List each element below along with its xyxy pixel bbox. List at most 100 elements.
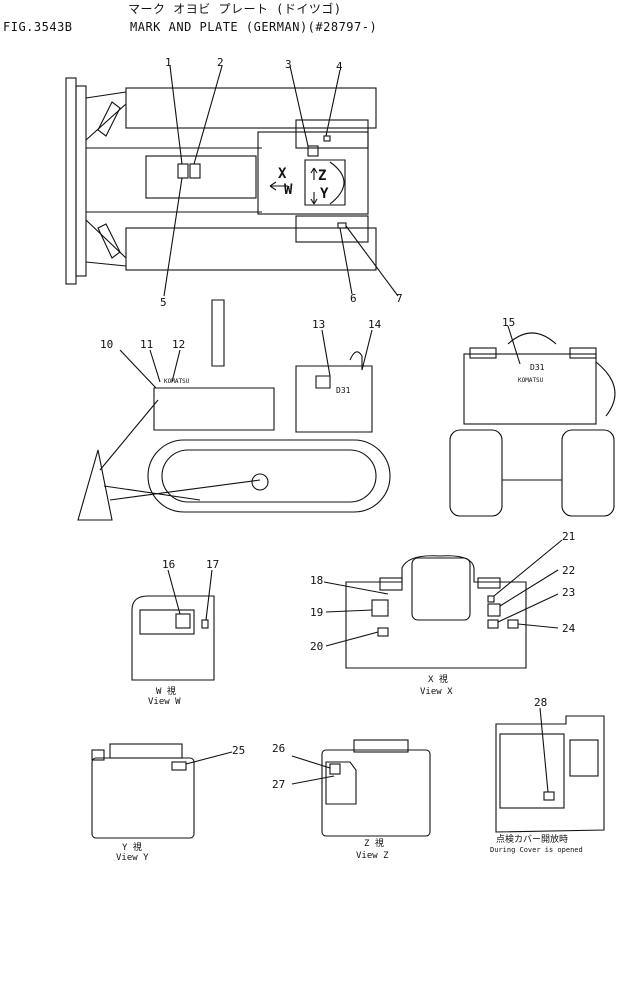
z-tank [321,749,431,837]
callout-17: 17 [206,558,219,571]
figure-number: FIG.3543B [3,20,73,34]
leader-15 [507,325,521,365]
callout-19: 19 [310,606,323,619]
leader-25 [185,751,233,765]
callout-16: 16 [162,558,175,571]
callout-5: 5 [160,296,167,309]
view-letter-x: X [278,166,287,182]
x-lever [379,577,403,591]
rear-track-right [561,429,615,517]
rear-lamp-right [569,347,597,359]
callout-3: 3 [285,58,292,71]
rear-view [449,325,616,517]
leader-2 [193,65,223,165]
callout-20: 20 [310,640,323,653]
z-cap [353,739,409,753]
seat-side [349,351,363,370]
label-6 [337,222,347,229]
view-y-jp: Y 視 [122,841,142,853]
leader-4 [325,69,341,137]
push-arms [85,91,127,267]
jp-title: マーク オヨビ プレート (ドイツゴ) [128,2,342,16]
cover-jp: 点検カバー開放時 [496,833,568,845]
label-26 [329,763,341,775]
callout-25: 25 [232,744,245,757]
leader-23 [497,593,559,623]
label-2 [189,163,201,179]
callout-13: 13 [312,318,325,331]
leader-20 [325,631,379,647]
z-panel [325,761,357,805]
view-x-jp: X 視 [428,673,448,685]
cylinder-lower [97,223,121,259]
diagram-title: MARK AND PLATE (GERMAN)(#28797-) [130,20,378,34]
hood-side [153,387,275,431]
view-letter-z: Z [318,168,326,184]
rear-body [463,353,597,425]
leader-3 [289,65,309,147]
view-y-caption: View Y [116,853,149,863]
rear-lamp-left [469,347,497,359]
leader-27 [291,775,335,785]
view-letter-y: Y [320,186,329,202]
label-13-box [315,375,331,389]
callout-28: 28 [534,696,547,709]
callout-14: 14 [368,318,382,331]
callout-24: 24 [562,622,576,635]
leader-22 [499,569,559,607]
leader-1 [169,65,183,165]
fender-left [295,119,369,149]
leader-7 [345,225,399,297]
label-3 [307,145,319,157]
view-w-jp: W 視 [156,685,176,697]
track-side [147,439,391,513]
label-16 [175,613,191,629]
callout-11: 11 [140,338,153,351]
blade-edge [75,85,87,277]
label-22 [487,603,501,617]
label-21 [487,595,495,603]
side-brand-text: KOMATSU [164,378,190,385]
sprocket [251,473,269,491]
view-z-jp: Z 視 [364,837,384,849]
label-19 [371,599,389,617]
label-1 [177,163,189,179]
leader-19 [325,609,373,613]
side-model-text: D31 [336,386,351,395]
leader-18 [323,581,389,595]
rear-track-left [449,429,503,517]
top-view [65,65,399,297]
leader-12 [171,349,181,383]
leader-24 [517,623,559,629]
leader-5 [163,177,183,297]
leader-13 [321,329,331,377]
side-view [77,299,391,521]
callout-4: 4 [336,60,343,73]
leader-10 [119,349,157,389]
view-z-caption: View Z [356,851,389,861]
view-y-drawing [91,743,233,839]
callout-23: 23 [562,586,575,599]
cover-door [569,739,599,777]
callout-21: 21 [562,530,575,543]
arrow-w [269,181,288,191]
label-17 [201,619,209,629]
callout-10: 10 [100,338,113,351]
x-seat [411,557,471,621]
view-w-drawing [131,569,215,681]
callout-1: 1 [165,56,172,69]
arrow-z-up [310,167,318,180]
cab-top [257,131,369,215]
leader-28 [539,707,549,793]
fender-right [295,215,369,243]
blade-linkage [99,399,261,501]
x-lever-right [477,577,501,589]
leader-26 [291,755,331,769]
leader-14 [361,329,373,371]
leader-21 [493,539,563,597]
callout-15: 15 [502,316,515,329]
w-body [131,595,215,681]
cover-caption: During Cover is opened [490,846,583,854]
y-tank [91,757,195,839]
view-letter-w: W [284,182,293,198]
